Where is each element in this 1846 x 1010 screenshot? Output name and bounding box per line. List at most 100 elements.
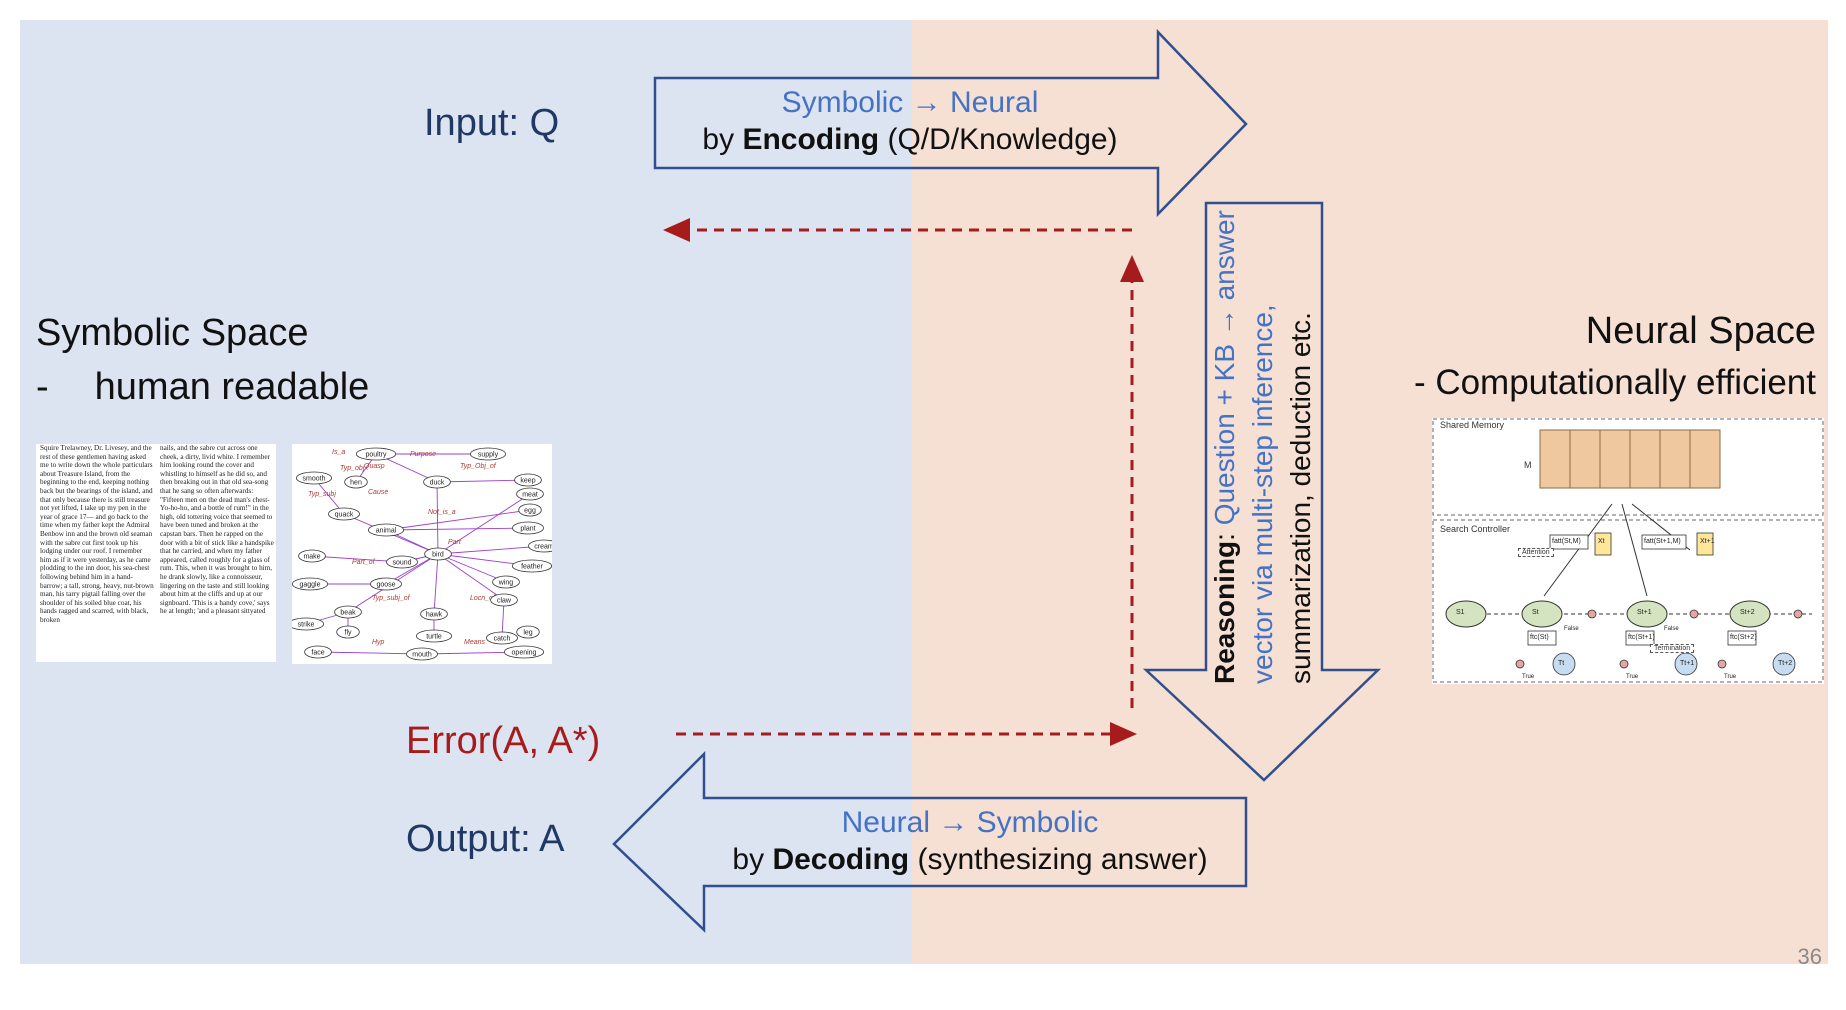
- semantic-net-edge: [433, 553, 439, 615]
- svg-text:make: make: [303, 554, 320, 561]
- semantic-net-edge: [385, 509, 531, 531]
- attention-function-label: fatt(St+1,M): [1644, 538, 1681, 545]
- svg-text:hawk: hawk: [426, 612, 443, 619]
- semantic-net-relation: Is_a: [332, 449, 345, 456]
- semantic-net-node: poultry: [355, 447, 397, 461]
- semantic-net-node: claw: [490, 593, 518, 607]
- svg-text:beak: beak: [340, 610, 356, 617]
- semantic-net-relation: Typ_Obj_of: [460, 463, 497, 470]
- semantic-net-node: mouth: [406, 647, 438, 661]
- gate-node: [1587, 609, 1597, 619]
- semantic-net-relation: Part_of: [352, 559, 376, 566]
- semantic-net-relation: Part: [448, 539, 462, 546]
- svg-text:claw: claw: [497, 598, 512, 605]
- memory-cell: [1659, 429, 1691, 489]
- memory-cell: [1599, 429, 1631, 489]
- svg-text:opening: opening: [512, 650, 537, 657]
- page-number: 36: [1797, 944, 1822, 969]
- memory-cell: [1689, 429, 1721, 489]
- svg-text:sound: sound: [392, 560, 411, 567]
- semantic-net-node: feather: [511, 559, 552, 573]
- svg-text:poultry: poultry: [365, 452, 387, 459]
- semantic-net-relation: Locn_of: [470, 595, 496, 602]
- reasoning-arrow: [1142, 201, 1382, 782]
- termination-label: Termination: [1650, 644, 1695, 653]
- termination-function-label: ftc(St+1): [1628, 634, 1655, 641]
- svg-text:feather: feather: [521, 564, 543, 571]
- svg-text:duck: duck: [430, 480, 445, 487]
- semantic-net-node: leg: [516, 625, 540, 639]
- error-label: Error(A, A*): [406, 720, 601, 762]
- semantic-net-node: strike: [292, 617, 324, 631]
- semantic-net-relation: Typ_subj_of: [372, 595, 411, 602]
- semantic-net-node: egg: [518, 503, 542, 517]
- semantic-net-edge: [436, 481, 439, 555]
- semantic-net-edge: [436, 479, 529, 483]
- semantic-net-relation: Typ_obj: [340, 465, 365, 472]
- input-label-small: Xt+1: [1700, 538, 1715, 545]
- termination-output-label: Tt: [1558, 660, 1565, 667]
- decoding-arrow: [612, 750, 1248, 933]
- input-node: [1594, 532, 1612, 556]
- svg-text:catch: catch: [494, 636, 511, 643]
- svg-text:fly: fly: [345, 630, 353, 637]
- passage-column-1: Squire Trelawney, Dr. Livesey, and the r…: [40, 444, 154, 624]
- semantic-net-relation: Not_is_a: [428, 509, 456, 516]
- memory-cell: [1539, 429, 1571, 489]
- memory-network-image: Shared Memory M Search Controller Attent…: [1432, 418, 1824, 684]
- semantic-net-node: opening: [503, 645, 545, 659]
- termination-output-node: [1552, 652, 1576, 676]
- gate-node: [1619, 659, 1629, 669]
- reasoning-text: Reasoning: Question + KB → answer vector…: [1209, 210, 1316, 684]
- semantic-net-edge: [437, 553, 505, 601]
- state-label: S1: [1456, 609, 1465, 616]
- termination-function-label: ftc(St): [1530, 634, 1549, 641]
- false-label: False: [1564, 626, 1579, 632]
- svg-text:hen: hen: [350, 480, 362, 487]
- semantic-net-edge: [317, 651, 423, 655]
- gate-node: [1515, 659, 1525, 669]
- svg-text:strike: strike: [298, 622, 315, 629]
- semantic-net-node: turtle: [416, 629, 453, 643]
- semantic-net-node: sound: [386, 555, 418, 569]
- output-label: Output: A: [406, 818, 565, 860]
- state-node: [1626, 600, 1668, 628]
- state-label: St+1: [1637, 609, 1652, 616]
- true-label: True: [1724, 674, 1737, 680]
- search-controller-label: Search Controller: [1440, 524, 1511, 534]
- encoding-subtitle: by Encoding (Q/D/Knowledge): [702, 123, 1118, 156]
- symbolic-space-point: -human readable: [36, 366, 370, 408]
- memory-m-label: M: [1524, 460, 1532, 470]
- text-passage-image: Squire Trelawney, Dr. Livesey, and the r…: [36, 444, 276, 662]
- semantic-net-node: hawk: [420, 607, 448, 621]
- termination-output-node: [1674, 652, 1698, 676]
- memory-cell: [1569, 429, 1601, 489]
- svg-text:supply: supply: [478, 452, 499, 459]
- passage-column-2: nails, and the sabre cut across one chee…: [160, 444, 274, 616]
- svg-text:turtle: turtle: [426, 634, 442, 641]
- svg-text:bird: bird: [432, 552, 444, 559]
- semantic-net-node: keep: [514, 473, 542, 487]
- termination-function-box: [1625, 630, 1655, 646]
- semantic-net-relation: Quasp: [364, 463, 385, 470]
- semantic-net-edge: [437, 493, 531, 555]
- gate-node: [1717, 659, 1727, 669]
- svg-text:cream: cream: [534, 544, 552, 551]
- gate-node: [1689, 609, 1699, 619]
- svg-text:goose: goose: [376, 582, 395, 589]
- svg-text:keep: keep: [520, 478, 535, 485]
- svg-text:plant: plant: [520, 526, 535, 533]
- decoding-title: Neural → Symbolic: [841, 806, 1099, 839]
- svg-text:animal: animal: [376, 528, 397, 535]
- termination-output-node: [1772, 652, 1796, 676]
- semantic-net-node: animal: [368, 523, 405, 537]
- semantic-net-node: catch: [486, 631, 518, 645]
- false-label: False: [1664, 626, 1679, 632]
- semantic-net-node: smooth: [295, 471, 333, 485]
- svg-text:wing: wing: [498, 580, 514, 587]
- svg-text:meat: meat: [522, 492, 538, 499]
- semantic-net-node: hen: [344, 475, 368, 489]
- semantic-net-node: duck: [423, 475, 451, 489]
